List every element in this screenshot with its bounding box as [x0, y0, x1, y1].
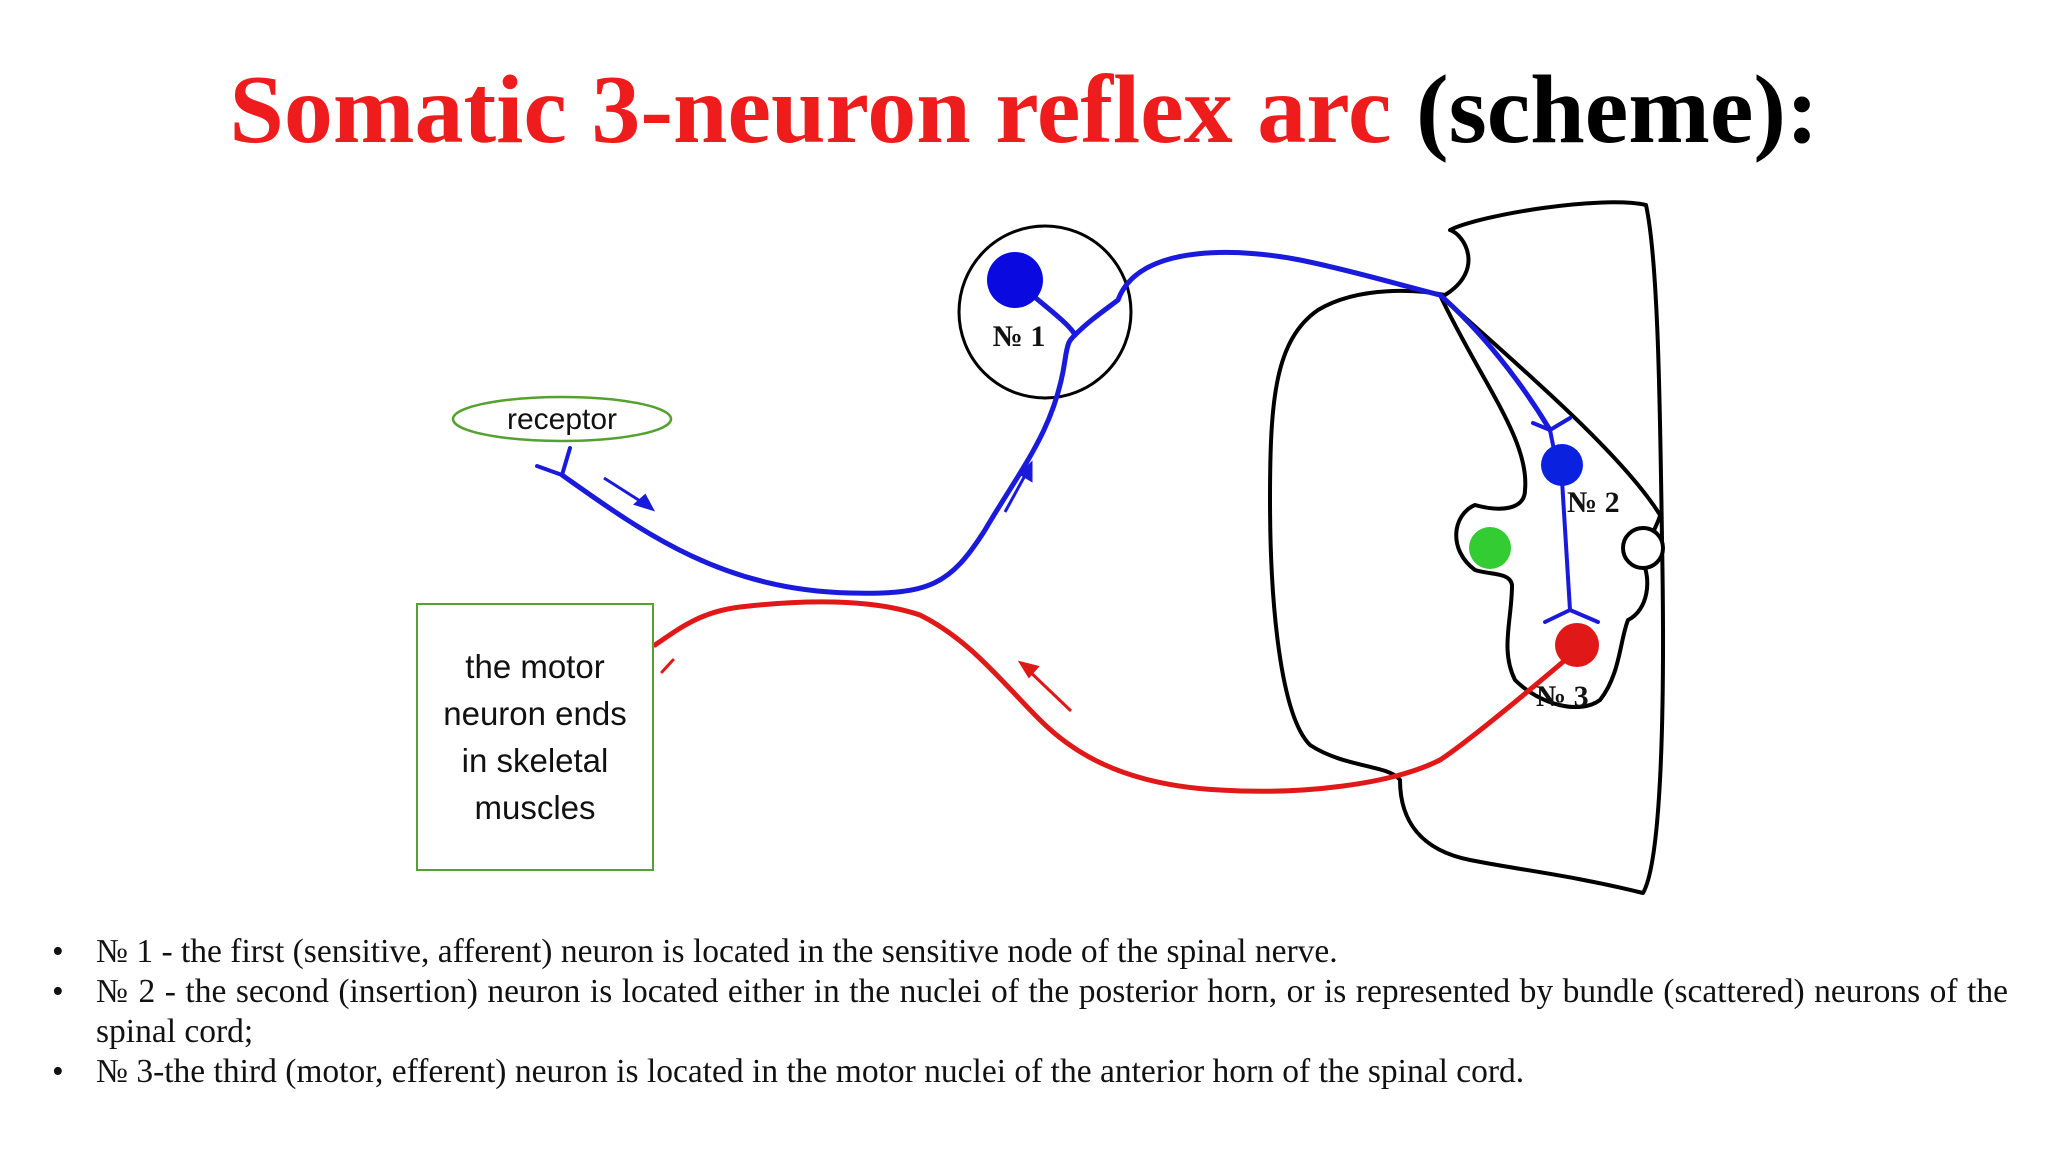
neuron2-body	[1541, 444, 1583, 486]
spinal-cord-outline	[1268, 200, 1666, 895]
neuron3-label: № 3	[1536, 680, 1589, 713]
note-neuron-1: № 1 - the first (sensitive, afferent) ne…	[52, 932, 2008, 972]
arrow-afferent-1	[603, 476, 656, 512]
neuron2-label: № 2	[1567, 486, 1620, 519]
efferent-fiber	[652, 599, 1580, 794]
motor-neuron-label-box: the motor neuron ends in skeletal muscle…	[416, 603, 654, 871]
slide-title: Somatic 3-neuron reflex arc (scheme):	[0, 50, 2048, 170]
neuron1-label: № 1	[993, 320, 1046, 353]
motor-neuron-label: the motor neuron ends in skeletal muscle…	[443, 648, 627, 826]
title-red-part: Somatic 3-neuron reflex arc	[229, 56, 1392, 164]
note-neuron-3: № 3-the third (motor, efferent) neuron i…	[52, 1052, 2008, 1092]
arrow-afferent-2	[1003, 460, 1033, 513]
neuron2-axon	[1543, 478, 1600, 624]
central-canal	[1621, 526, 1665, 570]
arrow-efferent	[1017, 660, 1073, 713]
neuron3-body	[1555, 623, 1599, 667]
motor-ending-tick	[660, 658, 675, 674]
neuron1-body	[987, 252, 1043, 308]
afferent-fiber	[559, 332, 1078, 596]
gray-matter-outline	[1438, 293, 1662, 709]
green-nucleus	[1469, 527, 1511, 569]
notes-list: № 1 - the first (sensitive, afferent) ne…	[52, 932, 2008, 1092]
receptor-ending	[535, 446, 572, 477]
note-neuron-2: № 2 - the second (insertion) neuron is l…	[52, 972, 2008, 1052]
title-black-part: (scheme):	[1391, 56, 1819, 164]
receptor-label-border	[451, 395, 673, 443]
receptor-label: receptor	[507, 403, 617, 436]
